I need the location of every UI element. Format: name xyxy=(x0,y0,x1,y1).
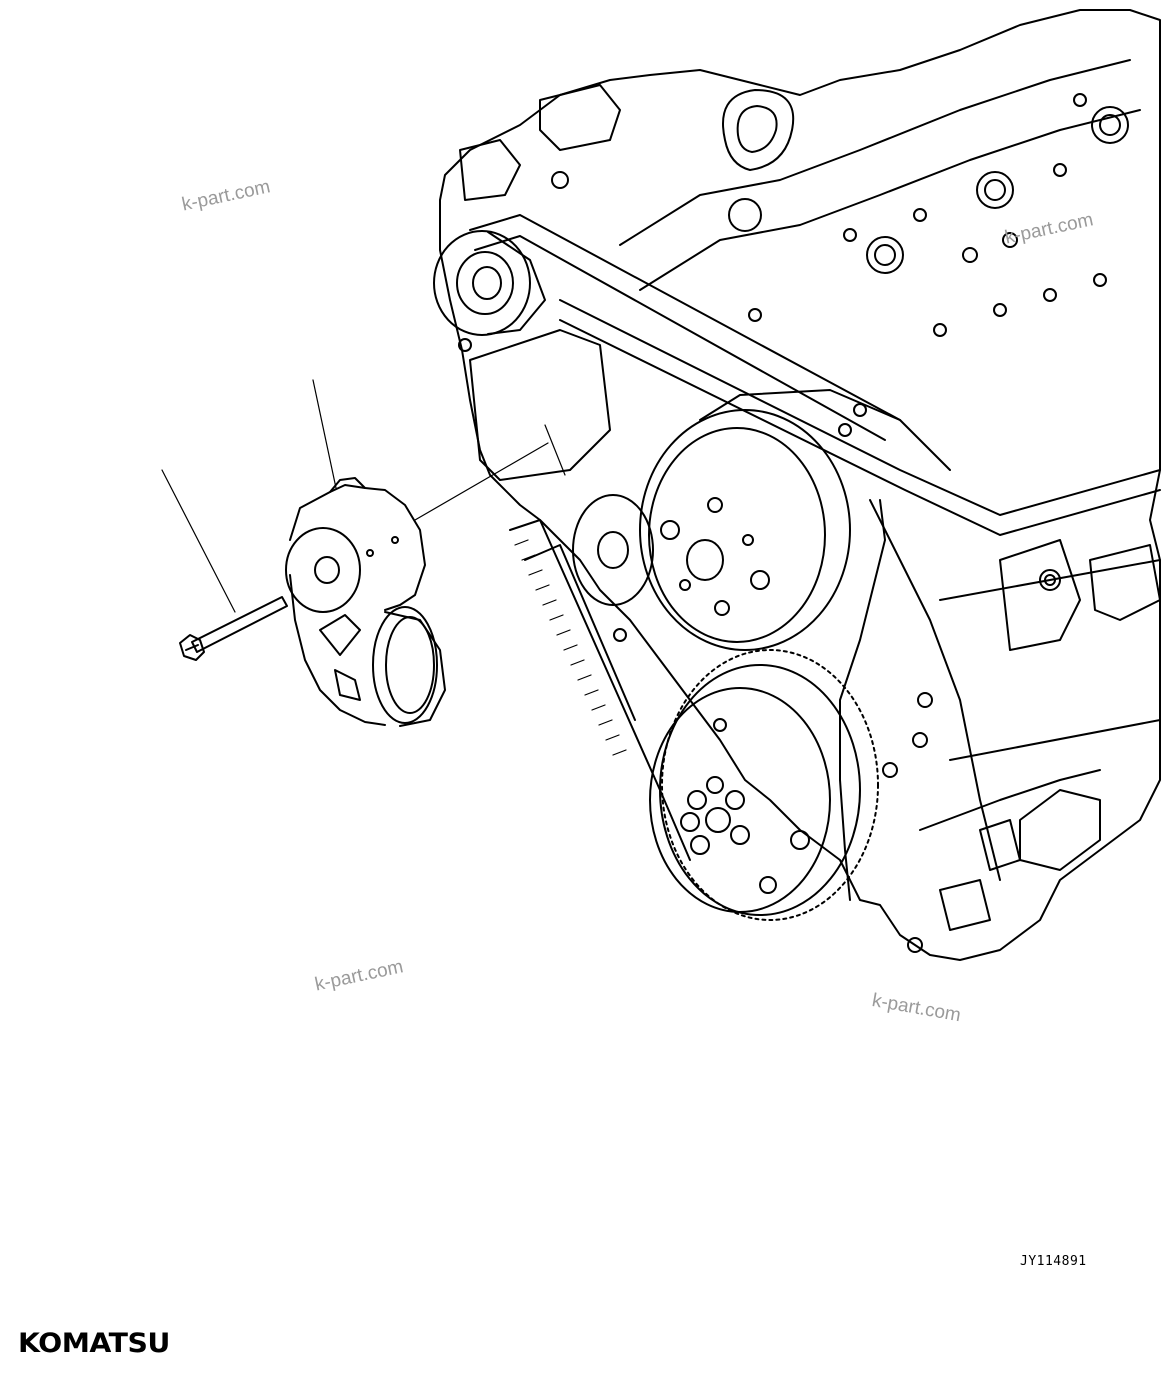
leader-line-mount xyxy=(414,442,549,521)
mounting-bolt-icon xyxy=(179,596,288,661)
leader-line-bolt xyxy=(161,469,236,613)
drive-belt-icon xyxy=(469,214,901,901)
engine-block-icon xyxy=(439,9,1161,961)
water-pump-pulley-icon xyxy=(572,409,851,651)
figure-id: JY114891 xyxy=(1020,1254,1087,1269)
leader-lines xyxy=(161,379,566,613)
leader-line-tensioner xyxy=(312,379,337,489)
crankshaft-damper-icon xyxy=(649,649,879,921)
belt-tensioner-icon xyxy=(285,477,446,727)
brand-logo: KOMATSU xyxy=(18,1328,170,1359)
idler-pulley-icon xyxy=(433,230,546,336)
leader-line-pulley xyxy=(544,424,566,476)
